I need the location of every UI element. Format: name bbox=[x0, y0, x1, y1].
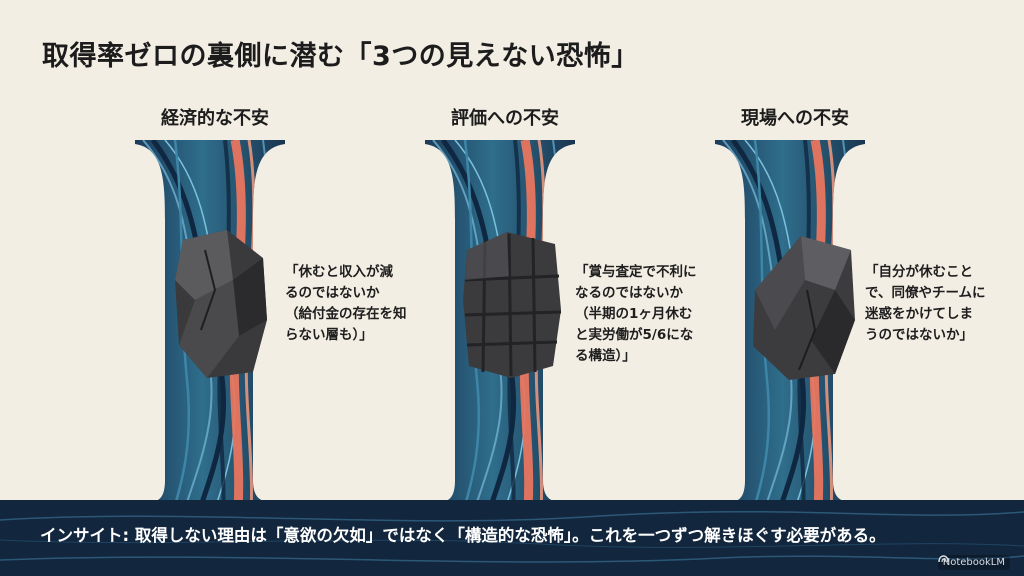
panel-title: 現場への不安 bbox=[741, 108, 849, 129]
notebooklm-badge: NotebookLM bbox=[937, 555, 1010, 570]
rock-shard-block-icon bbox=[753, 236, 855, 380]
panel-workplace: 現場への不安 「自分が休むこと で、同僚やチームに 迷惑をかけてしま うのではな… bbox=[715, 100, 1005, 500]
insight-bar: インサイト: 取得しない理由は「意欲の欠如」ではなく「構造的な恐怖」。これを一つ… bbox=[0, 500, 1024, 576]
panel-economic: 経済的な不安 「休むと収入が減 るのではないか （給付金の存在を知 らない層も）… bbox=[135, 100, 425, 500]
rock-block-icon bbox=[175, 230, 267, 378]
panel-evaluation: 評価への不安 「賞与査定で不利に なるのではないか （半期の1ヶ月休む と実労働… bbox=[425, 100, 715, 500]
panel-title: 経済的な不安 bbox=[161, 108, 269, 129]
panel-title: 評価への不安 bbox=[451, 108, 559, 129]
page-title: 取得率ゼロの裏側に潜む「3つの見えない恐怖」 bbox=[42, 41, 639, 72]
notebooklm-icon bbox=[938, 555, 949, 563]
quote-text: 「休むと収入が減 るのではないか （給付金の存在を知 らない層も）」 bbox=[285, 264, 407, 343]
insight-text: インサイト: 取得しない理由は「意欲の欠如」ではなく「構造的な恐怖」。これを一つ… bbox=[40, 526, 886, 545]
footer-flow-lines bbox=[0, 510, 1024, 563]
quote-text: 「自分が休むこと で、同僚やチームに 迷惑をかけてしま うのではないか」 bbox=[865, 264, 986, 343]
badge-label: NotebookLM bbox=[942, 557, 1005, 568]
flow-pillar bbox=[425, 140, 575, 540]
flow-pillar bbox=[135, 140, 285, 540]
quote-text: 「賞与査定で不利に なるのではないか （半期の1ヶ月休む と実労働が5/6にな … bbox=[575, 264, 697, 364]
flow-pillar bbox=[715, 140, 865, 540]
stone-grid-block-icon bbox=[463, 232, 562, 378]
